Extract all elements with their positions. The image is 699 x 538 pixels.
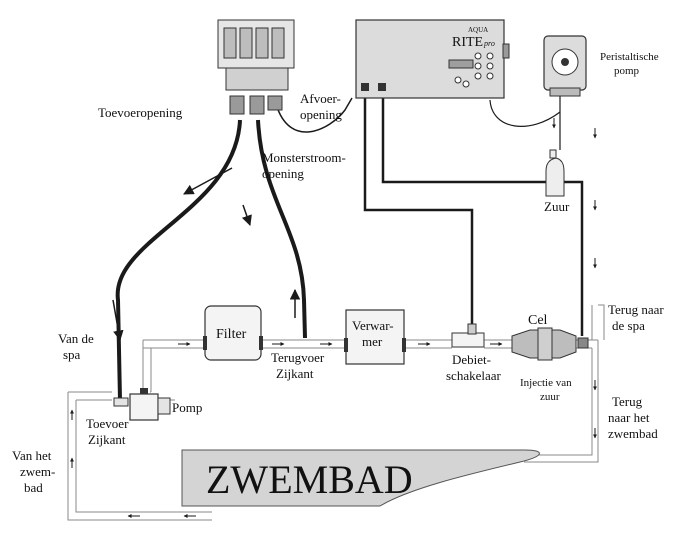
label-peristaltische-2: pomp: [614, 65, 640, 77]
label-terugvoer-2: Zijkant: [276, 366, 314, 381]
flow-switch: [451, 323, 485, 348]
label-toevoeropening: Toevoeropening: [98, 105, 183, 120]
label-monster-1: Monsterstroom-: [262, 150, 346, 165]
sample-hoses: [112, 97, 353, 401]
label-zwembad: ZWEMBAD: [206, 457, 413, 502]
chlorine-cell: [511, 327, 589, 361]
pool-basin: [181, 449, 540, 507]
label-van-zwembad-3: bad: [24, 480, 43, 495]
heater-unit: [344, 309, 406, 365]
label-van-de-spa-1: Van de: [58, 331, 94, 346]
peristaltic-pump: [543, 35, 587, 97]
label-van-zwembad-2: zwem-: [20, 464, 55, 479]
label-peristaltische-1: Peristaltische: [600, 51, 659, 63]
label-terug-zwembad-1: Terug: [612, 394, 643, 409]
label-debiet-2: schakelaar: [446, 368, 502, 383]
sample-manifold: [217, 19, 295, 115]
label-injectie-2: zuur: [540, 391, 560, 403]
label-terug-spa-1: Terug naar: [608, 302, 664, 317]
controller-brand-suffix: pro: [483, 39, 495, 48]
controller-brand-main: RITE: [452, 35, 483, 50]
label-filter: Filter: [216, 327, 247, 342]
controller-brand-small: AQUA: [468, 26, 488, 34]
label-afvoer-1: Afvoer-: [300, 91, 341, 106]
label-afvoer-2: opening: [300, 107, 342, 122]
controller-unit: AQUA RITE pro: [355, 19, 510, 99]
label-terug-zwembad-3: zwembad: [608, 426, 658, 441]
label-terug-spa-2: de spa: [612, 318, 645, 333]
label-zuur: Zuur: [544, 199, 570, 214]
pool-pump: [113, 388, 171, 421]
label-debiet-1: Debiet-: [452, 352, 491, 367]
label-cel: Cel: [528, 313, 548, 328]
filter-unit: [203, 305, 263, 361]
label-terug-zwembad-2: naar het: [608, 410, 650, 425]
label-van-zwembad-1: Van het: [12, 448, 52, 463]
label-van-de-spa-2: spa: [63, 347, 81, 362]
acid-container: [545, 149, 565, 197]
label-verwarmer-1: Verwar-: [352, 318, 394, 333]
label-toevoer-2: Zijkant: [88, 432, 126, 447]
pipe-flow-arrows: [70, 118, 597, 518]
label-terugvoer-1: Terugvoer: [271, 350, 325, 365]
label-monster-2: opening: [262, 166, 304, 181]
label-toevoer-1: Toevoer: [86, 416, 129, 431]
label-pomp: Pomp: [172, 400, 202, 415]
pipe-loop: [67, 304, 605, 521]
label-verwarmer-2: mer: [362, 334, 383, 349]
label-injectie-1: Injectie van: [520, 377, 572, 389]
control-wires: [363, 88, 584, 336]
labels: Toevoeropening Afvoer- opening Monsterst…: [12, 51, 664, 502]
